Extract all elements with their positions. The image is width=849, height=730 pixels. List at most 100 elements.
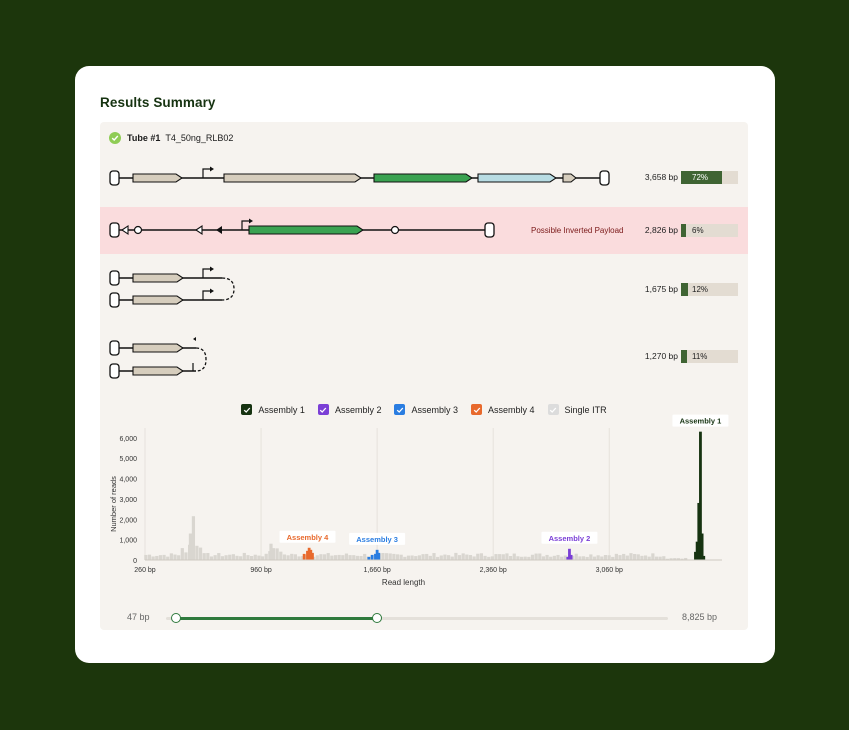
legend-item-assembly-3[interactable]: Assembly 3	[394, 404, 458, 415]
construct-diagram	[109, 337, 207, 379]
percentage-label: 11%	[692, 352, 708, 361]
bar	[209, 556, 214, 560]
bar	[578, 556, 582, 560]
bar	[388, 553, 392, 560]
assembly-length: 2,826 bp	[644, 225, 678, 235]
bar	[490, 556, 494, 560]
bar	[581, 556, 586, 560]
bar	[235, 555, 239, 560]
assembly-row-1[interactable]: 3,658 bp 72%	[100, 162, 748, 194]
percentage-label: 12%	[692, 285, 709, 294]
bar	[377, 552, 381, 560]
annotation-box	[349, 532, 406, 545]
x-tick-label: 960 bp	[250, 567, 272, 574]
bar	[217, 553, 221, 560]
y-tick-label: 1,000	[119, 538, 137, 545]
bar	[367, 556, 371, 560]
percentage-fill	[681, 350, 687, 363]
legend-label: Single ITR	[564, 404, 607, 415]
bar	[384, 553, 389, 560]
bar	[538, 553, 542, 560]
bar	[454, 552, 458, 560]
slider-max-label: 8,825 bp	[682, 612, 718, 622]
bar	[375, 549, 379, 560]
inverted-payload-warning: Possible Inverted Payload	[531, 226, 624, 235]
bar	[625, 555, 629, 560]
bar	[527, 556, 531, 560]
legend-item-assembly-1[interactable]: Assembly 1	[241, 404, 305, 415]
percentage-bar: 6%	[681, 224, 738, 237]
page-title: Results Summary	[100, 95, 216, 110]
range-slider-track[interactable]	[166, 613, 668, 623]
checkbox-icon[interactable]	[317, 404, 329, 415]
range-slider-end-handle[interactable]	[371, 613, 382, 623]
bar	[403, 556, 407, 560]
check-icon	[109, 132, 121, 144]
bar	[501, 554, 505, 560]
bar	[680, 558, 684, 560]
bar	[337, 554, 341, 560]
bar	[250, 555, 254, 560]
bar	[191, 516, 196, 560]
bar	[253, 554, 257, 560]
y-tick-label: 5,000	[119, 456, 137, 463]
assembly-row-2[interactable]: Possible Inverted Payload 2,826 bp 6%	[100, 207, 748, 254]
y-tick-label: 3,000	[119, 497, 137, 504]
bar	[450, 556, 454, 560]
bar	[166, 556, 170, 560]
bar	[363, 553, 367, 560]
assembly-length: 1,270 bp	[644, 351, 678, 361]
bar	[286, 555, 290, 560]
bar	[282, 554, 287, 560]
y-tick-label: 2,000	[119, 517, 137, 524]
bar	[516, 556, 520, 560]
assembly-row-3[interactable]: 1,675 bp 12%	[100, 262, 748, 317]
bar	[319, 554, 323, 560]
bar	[436, 556, 440, 560]
range-slider-start-handle[interactable]	[171, 613, 182, 623]
bar	[603, 554, 608, 560]
bar	[144, 554, 148, 560]
bar	[622, 553, 626, 560]
bar	[476, 553, 480, 560]
bar	[523, 556, 527, 560]
bar	[184, 552, 188, 560]
legend-item-assembly-2[interactable]: Assembly 2	[317, 404, 381, 415]
bar	[198, 547, 203, 560]
bar	[414, 556, 418, 560]
assembly-row-4[interactable]: 1,270 bp 11%	[100, 334, 748, 384]
bar	[406, 555, 411, 560]
bar	[239, 556, 243, 560]
x-axis-title: Read length	[382, 578, 425, 587]
bar	[246, 555, 250, 560]
legend-item-single-itr[interactable]: Single ITR	[547, 404, 607, 415]
annotation-label: Assembly 2	[549, 534, 591, 543]
percentage-label: 6%	[692, 226, 704, 235]
bar	[560, 556, 564, 560]
bar	[658, 556, 662, 560]
bar	[169, 553, 173, 560]
percentage-bar: 12%	[681, 283, 738, 296]
checkbox-icon[interactable]	[471, 404, 483, 415]
checkbox-icon[interactable]	[241, 404, 253, 415]
annotation-label: Assembly 4	[287, 533, 330, 542]
bar	[498, 554, 502, 560]
bar	[549, 556, 553, 560]
x-tick-label: 3,060 bp	[596, 567, 623, 574]
bar	[330, 555, 334, 560]
legend-item-assembly-4[interactable]: Assembly 4	[471, 404, 535, 415]
bar	[180, 548, 184, 560]
bar	[611, 556, 615, 560]
checkbox-icon[interactable]	[394, 404, 406, 415]
bar	[468, 555, 473, 560]
construct-diagram	[109, 266, 235, 308]
bar	[483, 555, 487, 560]
bar	[224, 555, 228, 560]
bar	[195, 545, 199, 560]
bar	[307, 547, 311, 560]
checkbox-icon[interactable]	[547, 404, 559, 415]
bar	[228, 554, 232, 560]
bar	[151, 556, 155, 560]
percentage-bar: 72%	[681, 171, 738, 184]
bar	[505, 553, 509, 560]
